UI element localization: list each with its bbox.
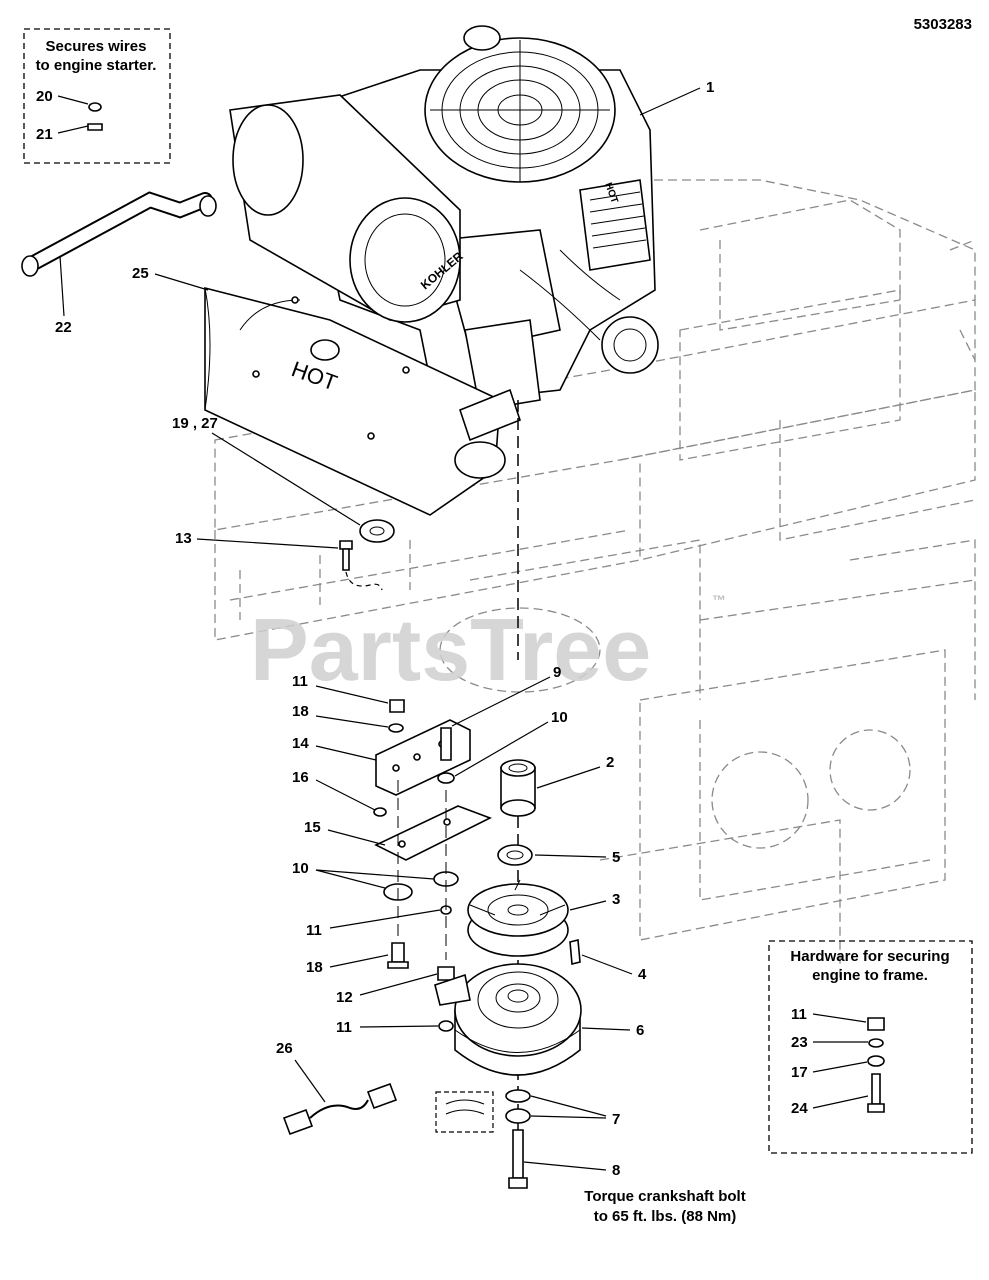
callout-11-box: 11 [791, 1006, 807, 1023]
callout-12: 12 [336, 989, 353, 1006]
bolt-8-part [508, 1129, 528, 1189]
hardware-note-line-2: engine to frame. [812, 967, 928, 984]
callout-19-27: 19 , 27 [172, 415, 218, 432]
chassis-frame [214, 179, 976, 980]
torque-note-line-2: to 65 ft. lbs. (88 Nm) [594, 1208, 737, 1225]
callout-17: 17 [791, 1064, 808, 1081]
callout-21: 21 [36, 126, 53, 143]
callout-16: 16 [292, 769, 309, 786]
watermark: PartsTree [250, 600, 651, 699]
diagram-id: 5303283 [914, 16, 972, 33]
callout-13: 13 [175, 530, 192, 547]
callout-26: 26 [276, 1040, 293, 1057]
callout-5: 5 [612, 849, 620, 866]
callout-11-b: 11 [306, 922, 322, 939]
callout-25: 25 [132, 265, 149, 282]
washer-5-part [497, 844, 533, 866]
pulley-3-part [467, 879, 569, 957]
starter-note-line-2: to engine starter. [36, 57, 157, 74]
callout-11-c: 11 [336, 1019, 352, 1036]
plate-15-part [374, 805, 492, 861]
watermark-trademark: ™ [712, 592, 726, 608]
callout-22: 22 [55, 319, 72, 336]
harness-26-part [282, 1082, 398, 1136]
washers-7-part [505, 1089, 531, 1124]
callout-8: 8 [612, 1162, 620, 1179]
callout-10-b: 10 [292, 860, 309, 877]
callout-7: 7 [612, 1111, 620, 1128]
callout-20: 20 [36, 88, 53, 105]
callouts: 1 25 22 19 , 27 13 11 9 18 10 14 2 16 15… [55, 79, 714, 1179]
callout-11-a: 11 [292, 673, 308, 690]
hose-part [21, 191, 217, 277]
shim-inset [435, 1091, 494, 1133]
muffler-shield: HOT [204, 286, 521, 516]
callout-6: 6 [636, 1022, 644, 1039]
hardware-note-line-1: Hardware for securing [790, 948, 949, 965]
callout-9: 9 [553, 664, 561, 681]
bracket-14-part [375, 719, 471, 796]
starter-note-box: Secures wires to engine starter. 20 21 [23, 28, 171, 164]
callout-23: 23 [791, 1034, 808, 1051]
callout-18-b: 18 [306, 959, 323, 976]
callout-14: 14 [292, 735, 309, 752]
torque-note-line-1: Torque crankshaft bolt [584, 1188, 745, 1205]
callout-24: 24 [791, 1100, 808, 1117]
callout-18-a: 18 [292, 703, 309, 720]
callout-4: 4 [638, 966, 647, 983]
callout-10-a: 10 [551, 709, 568, 726]
callout-15: 15 [304, 819, 321, 836]
engine-assembly: HOT [319, 25, 659, 411]
air-cleaner: KOHLER [229, 94, 466, 323]
hardware-note-box: Hardware for securing engine to frame. 1… [768, 940, 973, 1154]
bolt-13-part [339, 540, 383, 591]
key-4-part [569, 938, 581, 966]
bearing-2-part [500, 759, 536, 817]
callout-2: 2 [606, 754, 614, 771]
grommet-part [359, 519, 395, 543]
clutch-6-part [434, 963, 582, 1076]
left-hardware-stack [373, 699, 459, 1032]
callout-1: 1 [706, 79, 714, 96]
starter-note-line-1: Secures wires [46, 38, 147, 55]
callout-3: 3 [612, 891, 620, 908]
